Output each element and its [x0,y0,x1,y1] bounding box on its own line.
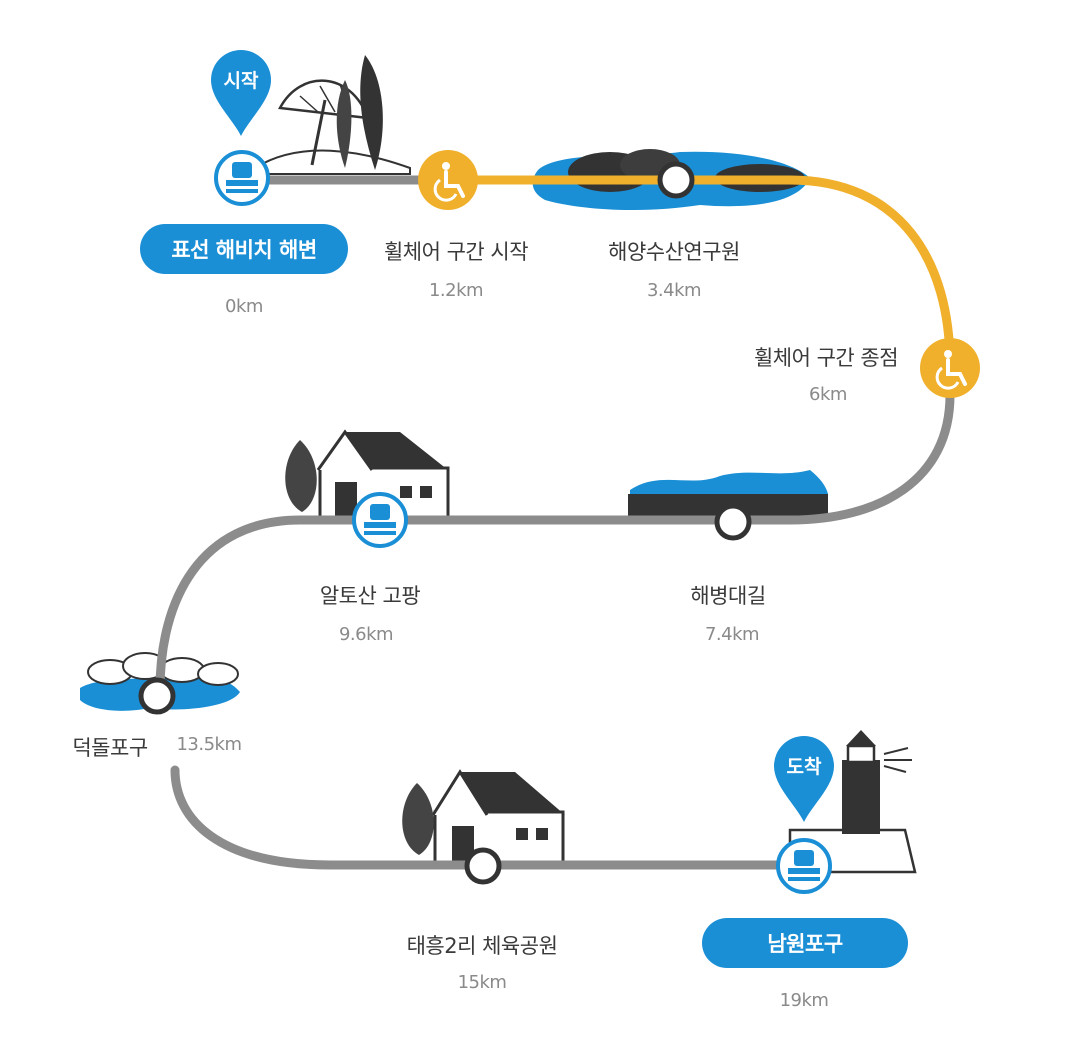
stop-distance: 6km [809,384,847,405]
end-pin-icon: 도착 [774,736,834,822]
stop-name: 해병대길 [690,584,766,608]
beach-umbrella-icon [254,55,411,175]
house-icon [402,769,565,864]
stop-name: 덕돌포구 [72,736,148,760]
stop-name: 태흥2리 체육공원 [406,934,558,958]
stop-marker-7-4km[interactable] [714,503,752,541]
stop-marker-3-4km[interactable] [657,161,695,199]
stop-distance: 15km [457,972,507,993]
route-wheelchair-section [445,175,955,366]
stop-marker-13-5km[interactable] [138,677,176,715]
stop-marker-start[interactable] [214,150,270,206]
stop-distance: 1.2km [428,280,484,301]
stop-distance: 0km [225,296,263,317]
stop-marker-end[interactable] [776,838,832,894]
start-pin-label: 시작 [224,70,259,92]
stop-distance: 7.4km [704,624,760,645]
stop-marker-9-6km[interactable] [352,492,408,548]
stop-distance: 13.5km [176,734,242,755]
seawall-icon [628,470,828,518]
end-pin-label: 도착 [787,756,822,778]
start-pin-icon: 시작 [211,50,271,136]
stop-distance: 3.4km [646,280,702,301]
stop-name: 해양수산연구원 [608,240,740,264]
stop-name: 알토산 고팡 [319,584,421,608]
wheelchair-icon [920,338,980,398]
stop-marker-15km[interactable] [464,847,502,885]
stop-distance: 19km [779,990,829,1011]
end-stop-name[interactable]: 남원포구 [702,918,908,968]
wheelchair-icon [418,150,478,210]
stop-name: 휠체어 구간 종점 [753,346,899,370]
start-stop-name[interactable]: 표선 해비치 해변 [140,224,348,274]
stop-distance: 9.6km [338,624,394,645]
route-gray-main [155,360,955,870]
stop-name: 휠체어 구간 시작 [383,240,529,264]
